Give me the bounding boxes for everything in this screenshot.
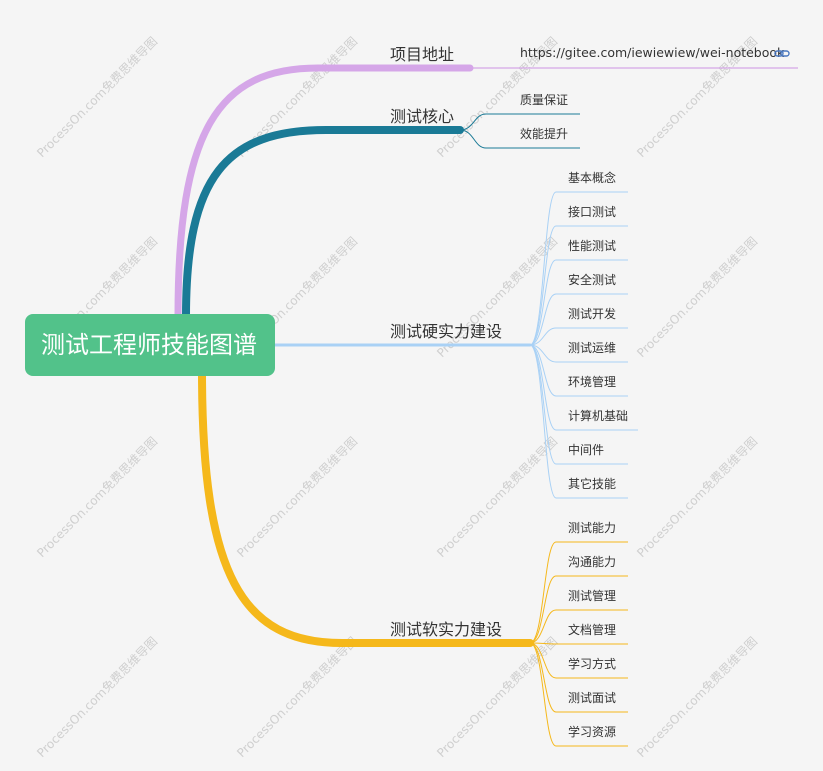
leaf-node-label[interactable]: 测试开发 <box>568 306 616 321</box>
leaf-node-label[interactable]: 学习资源 <box>568 724 616 739</box>
leaf-connector <box>529 575 562 644</box>
leaf-connector <box>529 642 562 713</box>
watermark-layer: ProcessOn.com免费思维导图 ProcessOn.com免费思维导图 Pr… <box>34 34 761 761</box>
leaf-connector <box>529 642 562 679</box>
leaf-connector <box>529 344 562 499</box>
watermark-text: ProcessOn.com免费思维导图 <box>34 634 161 761</box>
leaf-connector <box>529 327 562 346</box>
branch-node-label[interactable]: 项目地址 <box>390 45 454 64</box>
project-url-link[interactable]: https://gitee.com/iewiewiew/wei-notebook <box>520 45 785 60</box>
watermark-text: ProcessOn.com免费思维导图 <box>34 434 161 561</box>
leaf-node-label[interactable]: 其它技能 <box>568 476 616 491</box>
leaf-node-label[interactable]: 测试能力 <box>568 520 616 535</box>
leaf-node-label[interactable]: 环境管理 <box>568 374 616 389</box>
leaf-connector <box>529 541 562 644</box>
leaf-connector <box>459 113 514 131</box>
leaf-node-label[interactable]: 基本概念 <box>568 170 616 185</box>
leaf-node-label[interactable]: 接口测试 <box>568 204 616 219</box>
leaf-connector <box>529 259 562 346</box>
leaf-node-label[interactable]: 性能测试 <box>568 238 616 253</box>
node-layer: 项目地址 https://gitee.com/iewiewiew/wei-note… <box>25 45 790 739</box>
leaf-node-label[interactable]: 中间件 <box>568 442 604 457</box>
leaf-connector <box>529 293 562 346</box>
branch-node-label[interactable]: 测试硬实力建设 <box>390 322 502 341</box>
leaf-node-label[interactable]: 效能提升 <box>520 126 568 141</box>
leaf-node-label[interactable]: 测试运维 <box>568 340 616 355</box>
watermark-text: ProcessOn.com免费思维导图 <box>34 34 161 161</box>
watermark-text: ProcessOn.com免费思维导图 <box>634 434 761 561</box>
watermark-text: ProcessOn.com免费思维导图 <box>234 634 361 761</box>
leaf-connector <box>529 344 562 397</box>
leaf-node-label[interactable]: 学习方式 <box>568 656 616 671</box>
leaf-connector <box>529 642 562 747</box>
leaf-connector <box>529 609 562 644</box>
watermark-text: ProcessOn.com免费思维导图 <box>634 634 761 761</box>
leaf-connector <box>459 129 514 149</box>
leaf-connector <box>529 225 562 346</box>
link-icon[interactable] <box>774 50 790 57</box>
leaf-node-label[interactable]: 质量保证 <box>520 93 568 107</box>
leaf-node-label[interactable]: 安全测试 <box>568 272 616 287</box>
branch-node-label[interactable]: 测试核心 <box>390 107 454 126</box>
branch-node-label[interactable]: 测试软实力建设 <box>390 620 502 639</box>
watermark-text: ProcessOn.com免费思维导图 <box>434 634 561 761</box>
root-node[interactable] <box>25 314 275 376</box>
branch-connector <box>182 126 464 320</box>
branch-connector <box>198 368 534 647</box>
watermark-text: ProcessOn.com免费思维导图 <box>234 434 361 561</box>
leaf-node-label[interactable]: 测试管理 <box>568 588 616 603</box>
watermark-text: ProcessOn.com免费思维导图 <box>434 434 561 561</box>
leaf-node-label[interactable]: 沟通能力 <box>568 555 616 569</box>
connector-layer <box>174 64 798 747</box>
root-node-label: 测试工程师技能图谱 <box>41 331 257 359</box>
leaf-connector <box>529 344 562 363</box>
leaf-connector <box>529 191 562 346</box>
leaf-node-label[interactable]: 测试面试 <box>568 690 616 705</box>
leaf-connector <box>529 642 562 645</box>
watermark-text: ProcessOn.com免费思维导图 <box>634 234 761 361</box>
leaf-node-label[interactable]: 文档管理 <box>568 622 616 637</box>
branch-connector <box>174 64 474 320</box>
leaf-connector <box>529 344 562 431</box>
leaf-node-label[interactable]: 计算机基础 <box>568 408 628 423</box>
